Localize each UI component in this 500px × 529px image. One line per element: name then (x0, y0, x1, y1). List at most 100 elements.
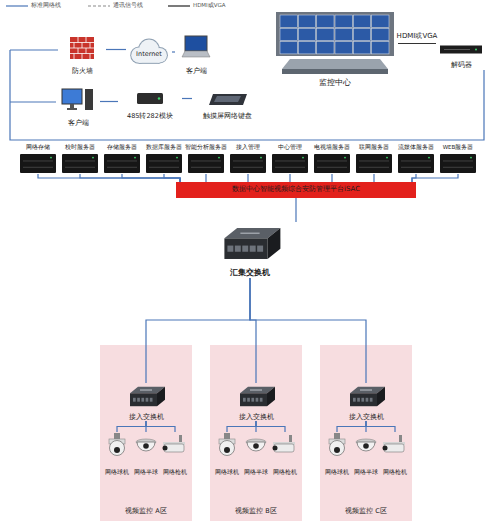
connector-line (250, 278, 366, 383)
connector-line (256, 421, 285, 432)
bullet-camera-graphic (160, 432, 190, 466)
client-pc: 客户端 (56, 86, 100, 128)
server-unit-graphic (227, 153, 269, 174)
half-dome-camera: 网络半球 (241, 432, 271, 476)
node-label: 解码器 (422, 61, 500, 70)
firewall-icon: 防火墙 (58, 34, 106, 76)
bullet-camera-graphic (380, 432, 410, 466)
label-block: 解码器 (422, 61, 500, 70)
node-label: 视频监控 C区 (306, 507, 426, 515)
network-switch-graphic (231, 383, 281, 410)
connector-line (250, 278, 256, 383)
server-unit-graphic (311, 153, 353, 174)
label-block: 防火墙 (44, 67, 120, 76)
dome-camera-graphic (102, 432, 132, 466)
client-laptop: 客户端 (175, 32, 217, 76)
label-block: 电视墙服务器 (297, 144, 367, 151)
server-unit: 中心管理 (269, 144, 311, 174)
server-unit: 智能分析服务器 (185, 144, 227, 174)
node-label: 网络枪机 (256, 468, 314, 476)
dome-camera: 网络球机 (102, 432, 132, 476)
half-dome-camera-graphic (241, 432, 271, 466)
platform-bar: 数据中心智能视频综合安防管理平台iSAC (176, 182, 416, 198)
bullet-camera: 网络枪机 (270, 432, 300, 476)
server-unit-graphic (185, 153, 227, 174)
converter-module-graphic (118, 88, 182, 109)
server-unit-graphic (269, 153, 311, 174)
connector-line (80, 174, 180, 182)
connector-line (122, 174, 180, 182)
half-dome-camera-graphic (351, 432, 381, 466)
node-label: 网络枪机 (146, 468, 204, 476)
network-switch-graphic (121, 383, 171, 410)
connector-line (398, 43, 436, 44)
edge-label: HDMI或VGA (397, 32, 438, 41)
node-label: 数据中心智能视频综合安防管理平台iSAC (162, 185, 430, 194)
connector-line (205, 174, 206, 182)
video-wall-graphic (272, 12, 398, 75)
legend-line-sample (168, 2, 190, 10)
label-block: 视频监控 B区 (196, 507, 316, 515)
node-label: 智能分析服务器 (171, 144, 241, 151)
connector-line (247, 174, 248, 182)
dome-camera: 网络球机 (212, 432, 242, 476)
server-unit-graphic (59, 153, 101, 174)
label-block: 智能分析服务器 (171, 144, 241, 151)
node-label: 客户端 (42, 119, 114, 128)
node-label: 网络枪机 (366, 468, 424, 476)
connector-line (164, 174, 180, 182)
connector-line (295, 198, 296, 222)
server-unit: 电视墙服务器 (311, 144, 353, 174)
label-block: 监控中心 (258, 78, 412, 88)
node-label: 客户端 (161, 67, 231, 76)
converter-module: 485转282模块 (118, 88, 182, 120)
node-label: 视频监控 B区 (196, 507, 316, 515)
zone-band: 视频监控 C区接入交换机网络球机网络半球网络枪机 (320, 345, 412, 521)
bullet-camera: 网络枪机 (380, 432, 410, 476)
dome-camera-graphic (212, 432, 242, 466)
label-block: 校时服务器 (45, 144, 115, 151)
internet-cloud: Internet (126, 36, 172, 68)
connector-line (366, 421, 395, 432)
half-dome-camera: 网络半球 (131, 432, 161, 476)
firewall-icon-graphic (58, 34, 106, 65)
connector-line (289, 174, 290, 182)
server-unit-graphic (143, 153, 185, 174)
legend-line (168, 5, 190, 6)
network-switch-graphic (341, 383, 391, 410)
connector-line (227, 421, 256, 432)
node-label: 触摸屏网络键盘 (178, 112, 276, 120)
label-block: 接入交换机 (107, 413, 185, 421)
server-unit: 校时服务器 (59, 144, 101, 174)
server-unit-graphic (353, 153, 395, 174)
label-block: 接入交换机 (217, 413, 295, 421)
node-label: 接入管理 (213, 144, 283, 151)
connector-line (365, 421, 366, 432)
label-block: 汇集交换机 (196, 268, 304, 278)
node-label: 接入交换机 (217, 413, 295, 421)
server-unit: 流媒体服务器 (395, 144, 437, 174)
connector-line (38, 174, 180, 182)
legend-line (88, 5, 110, 6)
node-label: 电视墙服务器 (297, 144, 367, 151)
connector-line (337, 421, 366, 432)
network-switch: 接入交换机 (341, 383, 391, 421)
decoder-box-graphic (436, 40, 486, 59)
decoder-box: 解码器 (436, 40, 486, 70)
label-block: 客户端 (42, 119, 114, 128)
connector-line (255, 421, 256, 432)
node-label: 接入交换机 (107, 413, 185, 421)
connector-line (117, 421, 146, 432)
network-keyboard: 触摸屏网络键盘 (192, 88, 262, 120)
connector-line (106, 49, 126, 50)
label-block: 网络枪机 (256, 468, 314, 476)
node-label: 校时服务器 (45, 144, 115, 151)
zone-band: 视频监控 A区接入交换机网络球机网络半球网络枪机 (100, 345, 192, 521)
server-unit-graphic (395, 153, 437, 174)
half-dome-camera-graphic (131, 432, 161, 466)
connector-line (373, 174, 374, 182)
label-block: 网络存储 (3, 144, 73, 151)
node-label: 接入交换机 (327, 413, 405, 421)
network-keyboard-graphic (192, 88, 262, 109)
